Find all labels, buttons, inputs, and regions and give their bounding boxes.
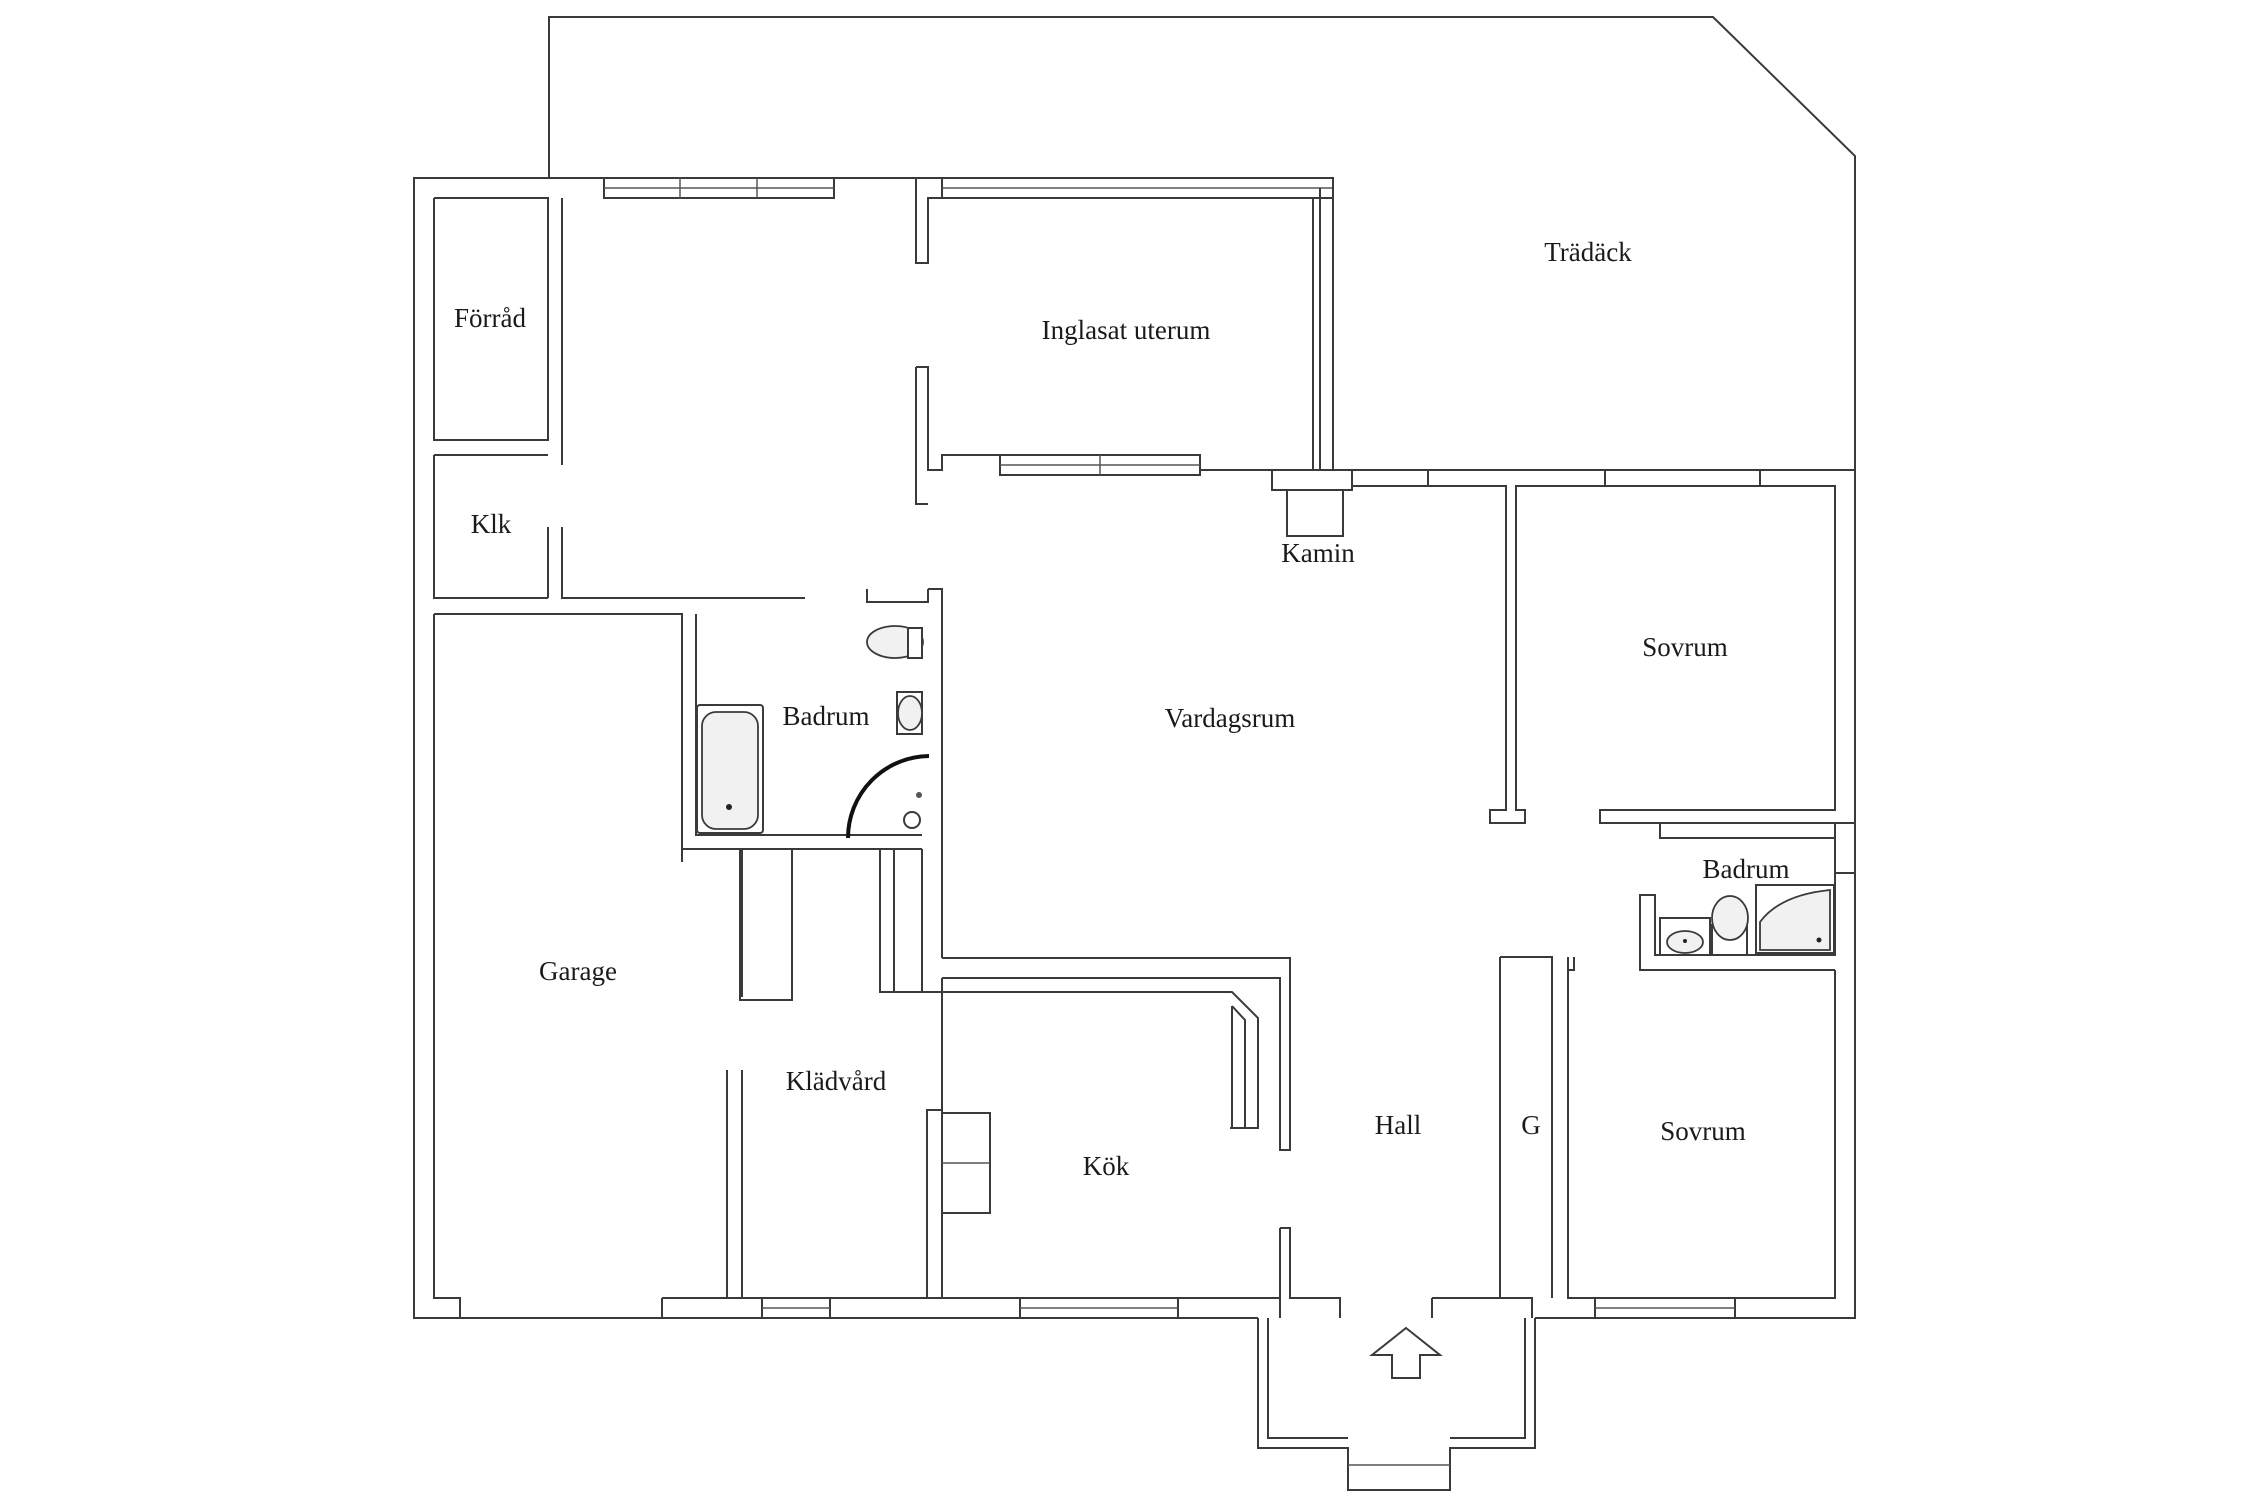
label-badrum-right: Badrum [1703, 854, 1790, 884]
label-sovrum-upper: Sovrum [1642, 632, 1728, 662]
label-inglasat-uterum: Inglasat uterum [1042, 315, 1211, 345]
label-klk: Klk [471, 509, 512, 539]
label-g: G [1521, 1110, 1541, 1140]
room-labels: Trädäck Förråd Inglasat uterum Klk Kamin… [454, 237, 1789, 1181]
closet-walls [661, 849, 1280, 1319]
label-vardagsrum: Vardagsrum [1165, 703, 1295, 733]
top-windows [603, 177, 1334, 505]
kitchen-counter [941, 1112, 991, 1214]
exterior-walls [413, 177, 1856, 1319]
label-kladvard: Klädvård [786, 1066, 887, 1096]
right-lower-bedroom-walls [1499, 956, 1836, 1319]
label-hall: Hall [1375, 1110, 1422, 1140]
kitchen-walls [941, 957, 1500, 1318]
label-sovrum-lower: Sovrum [1660, 1116, 1746, 1146]
entrance-porch [1257, 1318, 1536, 1491]
label-badrum-left: Badrum [783, 701, 870, 731]
label-tradack: Trädäck [1544, 237, 1632, 267]
bathtub-icon [696, 704, 764, 834]
label-forrad: Förråd [454, 303, 526, 333]
sink-icon [896, 691, 923, 735]
entrance-arrow-icon [1369, 1326, 1443, 1379]
right-bathroom-walls [1639, 823, 1836, 971]
right-toilet-icon [1711, 895, 1749, 956]
label-kok: Kök [1083, 1151, 1130, 1181]
label-garage: Garage [539, 956, 617, 986]
toilet-icon [866, 625, 924, 659]
corner-shower-icon [846, 754, 930, 839]
right-sink-icon [1659, 917, 1711, 956]
deck-outline [548, 16, 1856, 470]
right-upper-bedroom-walls [1427, 469, 1856, 874]
label-kamin: Kamin [1281, 538, 1355, 568]
right-shower-icon [1755, 884, 1835, 954]
fireplace [1271, 469, 1429, 537]
